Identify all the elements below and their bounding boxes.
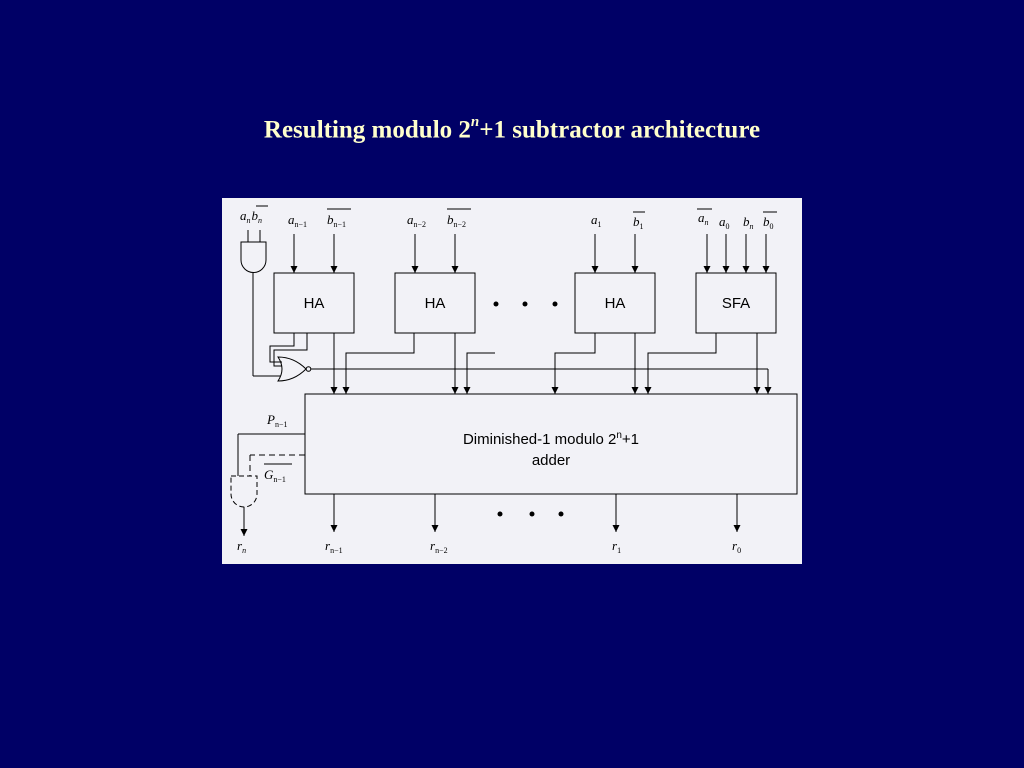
ellipsis-dot	[529, 511, 535, 517]
label-r-1: r1	[612, 538, 621, 555]
svg-text:adder: adder	[532, 452, 570, 469]
and-gate-bottom	[230, 475, 258, 508]
ha-box-1: HA	[273, 272, 355, 334]
slide-title: Resulting modulo 2n+1 subtractor archite…	[263, 114, 761, 144]
label-r-0: r0	[732, 538, 741, 555]
wire	[551, 333, 596, 394]
svg-text:HA: HA	[304, 295, 325, 312]
nor-gate	[277, 356, 307, 382]
label-r-n-1: rn−1	[325, 538, 343, 555]
ha-box-2: HA	[394, 272, 476, 334]
svg-text:SFA: SFA	[722, 295, 750, 312]
circuit-diagram: anbn an−1 bn−1 an−2 bn−2 a1 b1 an a0 bn …	[222, 198, 802, 564]
svg-text:HA: HA	[605, 295, 626, 312]
label-p-n-1: Pn−1	[266, 412, 287, 429]
label-b-n-2-bar: bn−2	[447, 212, 466, 229]
and-gate-top	[240, 241, 267, 273]
ellipsis-dot	[493, 301, 499, 307]
label-b-1-bar: b1	[633, 214, 644, 231]
label-g-n-1-bar: Gn−1	[264, 467, 286, 484]
wire	[463, 352, 495, 394]
label-a-n-1: an−1	[288, 212, 307, 229]
label-r-n: rn	[237, 538, 246, 555]
label-an-bn-bar: anbn	[240, 208, 262, 225]
ellipsis-dot	[497, 511, 503, 517]
label-b-n: bn	[743, 214, 754, 231]
svg-text:Diminished-1 modulo 2n+1: Diminished-1 modulo 2n+1	[463, 430, 639, 448]
diminished-1-adder: Diminished-1 modulo 2n+1 adder	[304, 393, 798, 495]
ellipsis-dot	[522, 301, 528, 307]
label-r-n-2: rn−2	[430, 538, 448, 555]
ellipsis-dot	[552, 301, 558, 307]
label-a-0: a0	[719, 214, 730, 231]
label-b-0-bar: b0	[763, 214, 774, 231]
label-b-n-1-bar: bn−1	[327, 212, 346, 229]
label-a-1: a1	[591, 212, 602, 229]
label-a-n-2: an−2	[407, 212, 426, 229]
svg-text:HA: HA	[425, 295, 446, 312]
wire	[644, 333, 717, 394]
ha-box-3: HA	[574, 272, 656, 334]
wire	[273, 333, 308, 367]
label-an-bar: an	[698, 210, 709, 227]
ellipsis-dot	[558, 511, 564, 517]
sfa-box: SFA	[695, 272, 777, 334]
nor-bubble	[305, 366, 312, 372]
wire	[342, 333, 415, 394]
